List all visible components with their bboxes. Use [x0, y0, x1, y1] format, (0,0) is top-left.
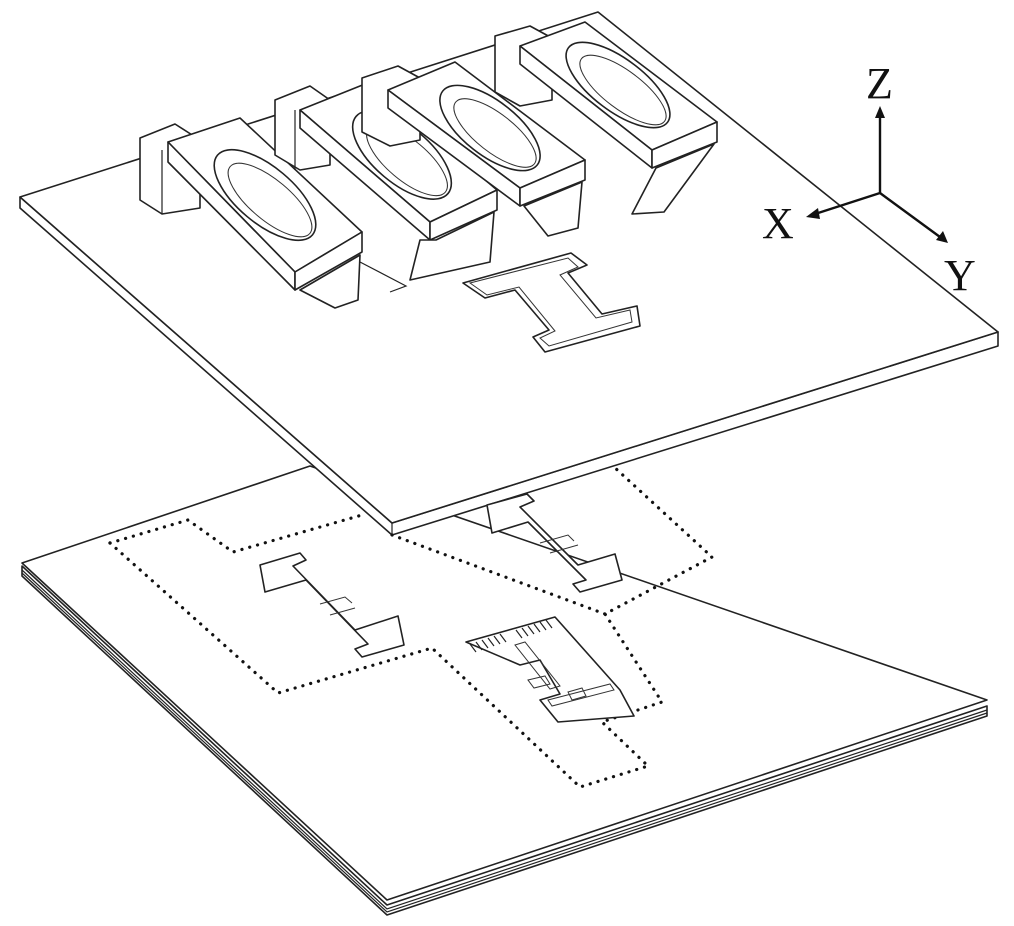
- x-arrow-icon: [806, 208, 820, 219]
- central-device: [465, 616, 635, 723]
- comb-fingers: [469, 619, 553, 653]
- excitation-blocks: [139, 21, 718, 309]
- bottom-substrate: [21, 465, 988, 916]
- block-3: [361, 61, 586, 237]
- x-axis-label: X: [762, 199, 794, 248]
- coordinate-axes: Z X Y: [762, 59, 976, 300]
- z-axis-label: Z: [866, 59, 893, 108]
- y-arrow-icon: [936, 231, 948, 243]
- block-4: [494, 21, 718, 215]
- i-shaped-cutout: [462, 252, 641, 353]
- block-1: [139, 117, 408, 309]
- dotted-regions: [108, 464, 715, 789]
- z-arrow-icon: [875, 106, 885, 118]
- y-axis-label: Y: [944, 251, 976, 300]
- substrate-i-patterns: [259, 493, 623, 658]
